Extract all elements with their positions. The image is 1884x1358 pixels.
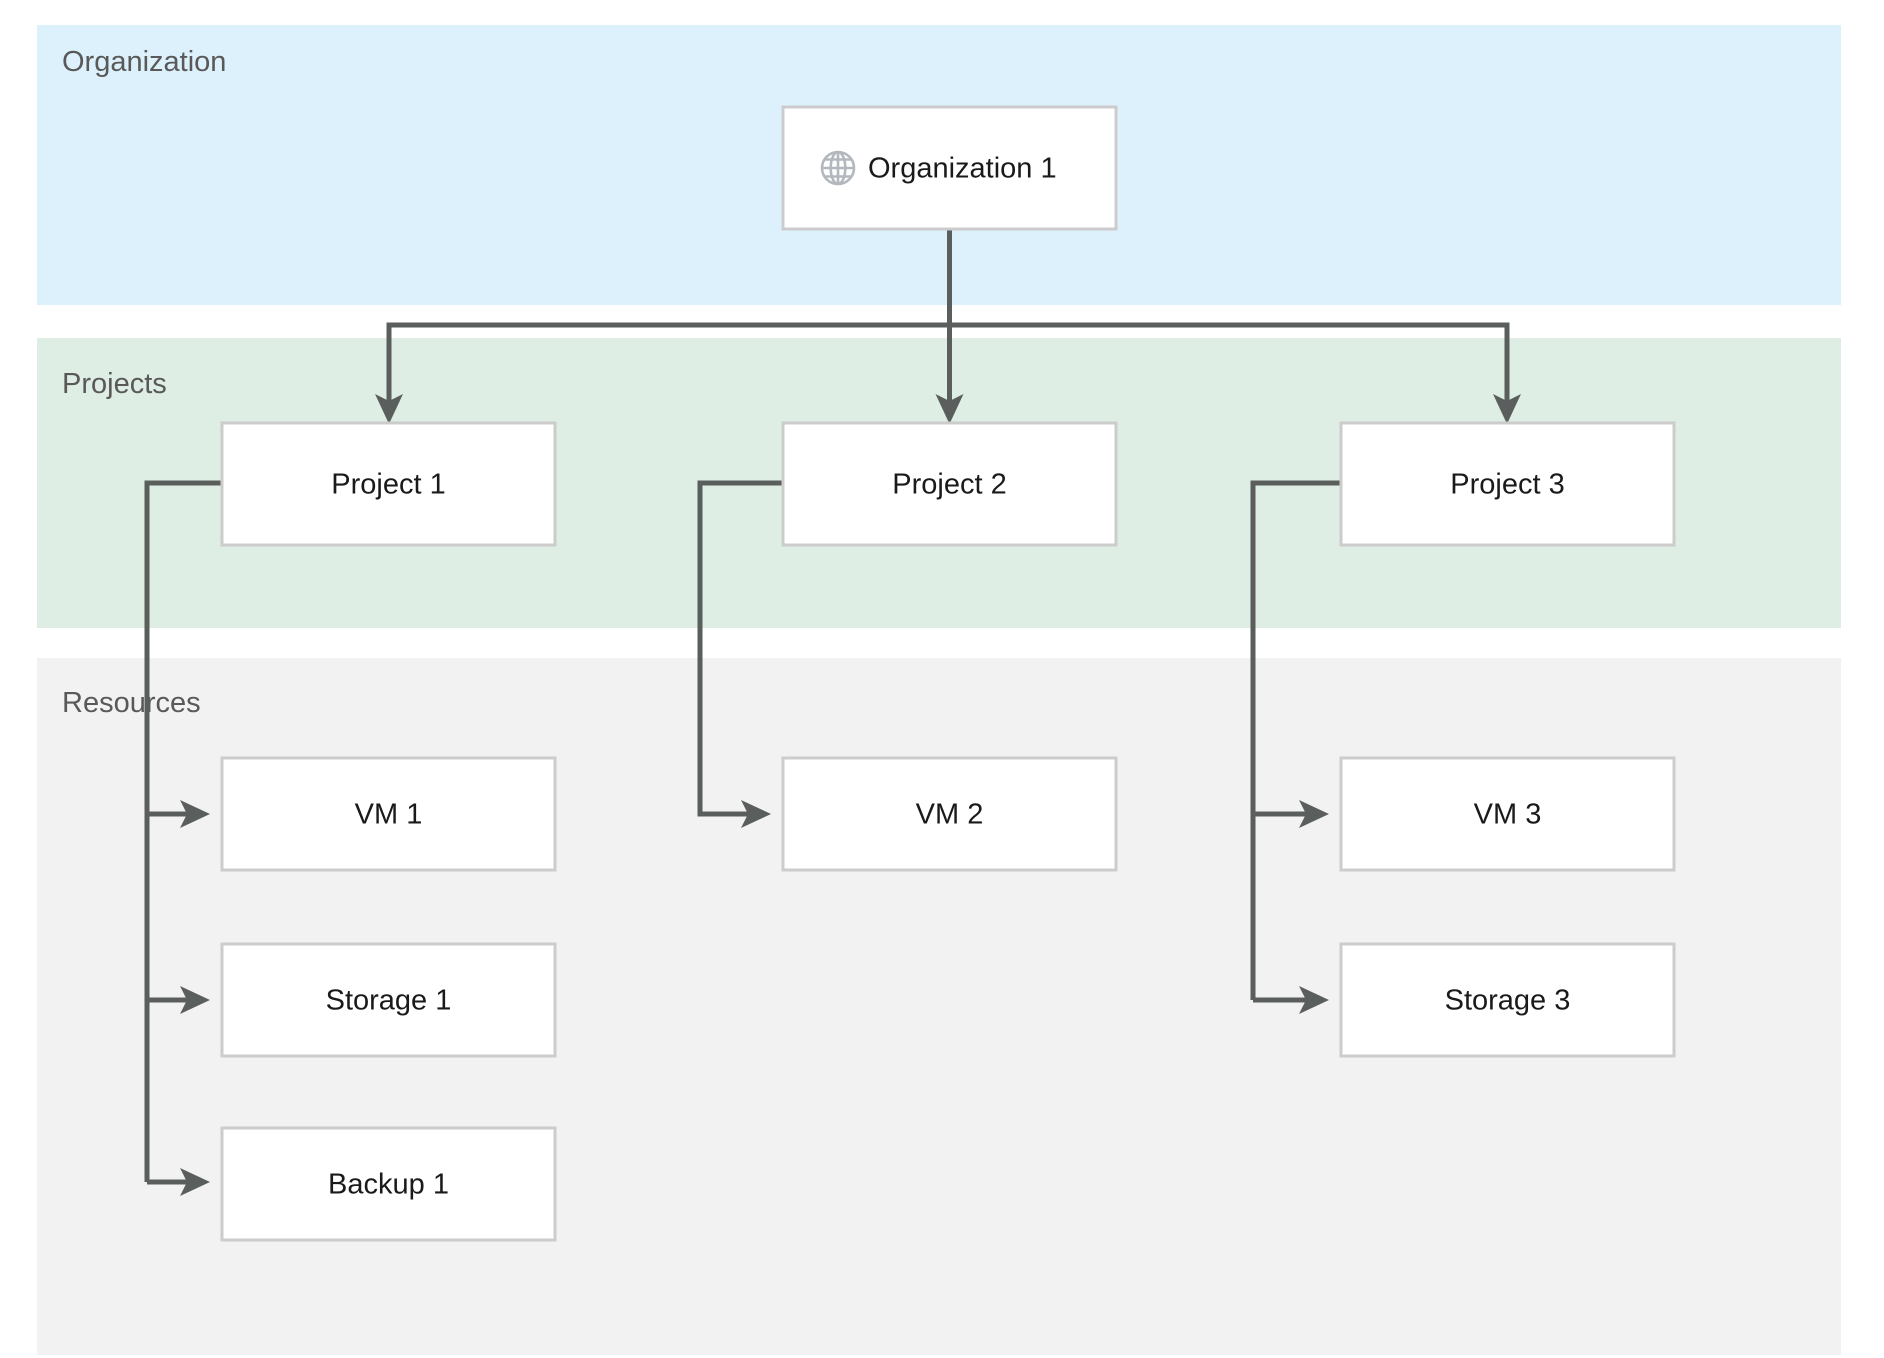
edge-group-project3-to-resources xyxy=(1250,480,1341,1014)
node-storage-1[interactable]: Storage 1 xyxy=(220,942,557,1058)
arrowhead-project3-storage3 xyxy=(1299,986,1329,1014)
edge-project3-bus xyxy=(1250,480,1341,1000)
node-vm-3[interactable]: VM 3 xyxy=(1339,756,1676,872)
node-vm-2-label: VM 2 xyxy=(916,799,984,831)
band-label-projects: Projects xyxy=(62,368,167,400)
arrowhead-project1-storage1 xyxy=(180,986,210,1014)
node-backup-1-box[interactable] xyxy=(220,1126,557,1242)
edge-project1-bus xyxy=(144,480,222,1182)
arrowhead-project1-vm1 xyxy=(180,800,210,828)
node-storage-1-label: Storage 1 xyxy=(326,985,452,1017)
band-label-organization: Organization xyxy=(62,46,226,78)
node-vm-1-label: VM 1 xyxy=(355,799,423,831)
node-vm-1-box[interactable] xyxy=(220,756,557,872)
arrowhead-project2-vm2 xyxy=(741,800,771,828)
node-project-1-box[interactable] xyxy=(220,421,557,547)
edge-group-org-to-projects xyxy=(375,229,1521,424)
node-project-2-label: Project 2 xyxy=(892,469,1006,501)
node-project-1[interactable]: Project 1 xyxy=(220,421,557,547)
node-storage-1-box[interactable] xyxy=(220,942,557,1058)
arrowhead-org1-project3 xyxy=(1493,394,1521,424)
edge-group-project2-to-resources xyxy=(697,480,783,828)
node-organization-1[interactable]: Organization 1 xyxy=(781,105,1118,231)
node-vm-1[interactable]: VM 1 xyxy=(220,756,557,872)
arrowhead-org1-project2 xyxy=(935,394,964,424)
arrowhead-project3-vm3 xyxy=(1299,800,1329,828)
node-project-2-box[interactable] xyxy=(781,421,1118,547)
globe-icon xyxy=(820,150,856,186)
node-backup-1-label: Backup 1 xyxy=(328,1169,449,1201)
node-storage-3-box[interactable] xyxy=(1339,942,1676,1058)
node-storage-3-label: Storage 3 xyxy=(1445,985,1571,1017)
edge-group-project1-to-resources xyxy=(144,480,222,1196)
arrowhead-org1-project1 xyxy=(375,394,403,424)
node-organization-1-label: Organization 1 xyxy=(868,153,1057,185)
node-project-2[interactable]: Project 2 xyxy=(781,421,1118,547)
edge-project2-vm2 xyxy=(697,480,783,817)
node-vm-2[interactable]: VM 2 xyxy=(781,756,1118,872)
node-vm-2-box[interactable] xyxy=(781,756,1118,872)
edge-org1-project3 xyxy=(949,322,1510,410)
node-project-1-label: Project 1 xyxy=(331,469,445,501)
arrowhead-project1-backup1 xyxy=(180,1168,210,1196)
band-label-resources: Resources xyxy=(62,687,201,719)
node-backup-1[interactable]: Backup 1 xyxy=(220,1126,557,1242)
node-storage-3[interactable]: Storage 3 xyxy=(1339,942,1676,1058)
node-project-3[interactable]: Project 3 xyxy=(1339,421,1676,547)
node-project-3-label: Project 3 xyxy=(1450,469,1564,501)
node-vm-3-label: VM 3 xyxy=(1474,799,1542,831)
node-project-3-box[interactable] xyxy=(1339,421,1676,547)
node-vm-3-box[interactable] xyxy=(1339,756,1676,872)
